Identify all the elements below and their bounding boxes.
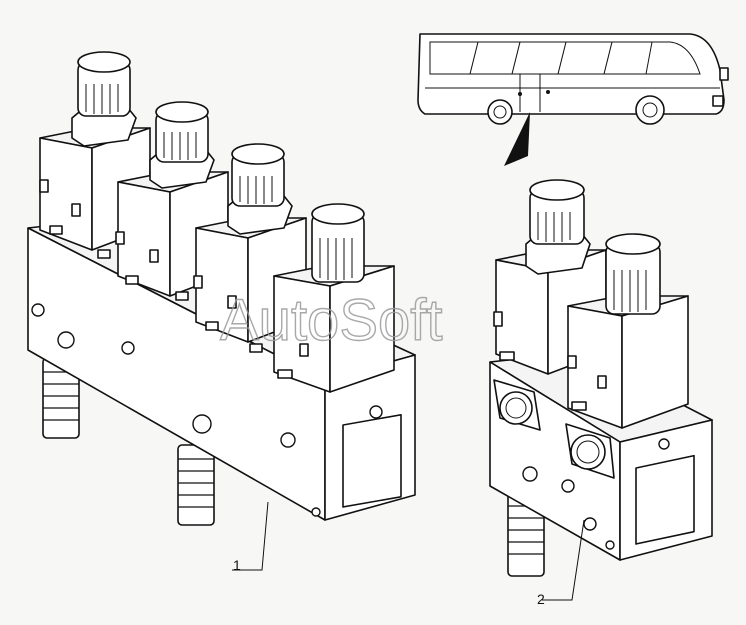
pressure-knob-1 bbox=[493, 379, 541, 431]
solenoid-valve-3 bbox=[193, 143, 307, 343]
callout-2: 2 bbox=[537, 519, 585, 607]
valve-assembly-2 bbox=[489, 179, 713, 577]
solenoid-valve-6 bbox=[567, 233, 689, 429]
solenoid-valve-4 bbox=[273, 203, 395, 393]
watermark: AutoSoft bbox=[220, 288, 442, 353]
solenoid-valve-5 bbox=[493, 179, 607, 375]
bus-locator-illustration bbox=[417, 33, 729, 125]
location-arrow bbox=[504, 112, 530, 166]
callout-label-1: 1 bbox=[233, 557, 241, 573]
callout-label-2: 2 bbox=[537, 591, 545, 607]
callout-1: 1 bbox=[232, 501, 269, 573]
pressure-knob-2 bbox=[565, 423, 615, 479]
valve-assembly-1 bbox=[27, 51, 416, 526]
hose-1b bbox=[177, 444, 215, 526]
